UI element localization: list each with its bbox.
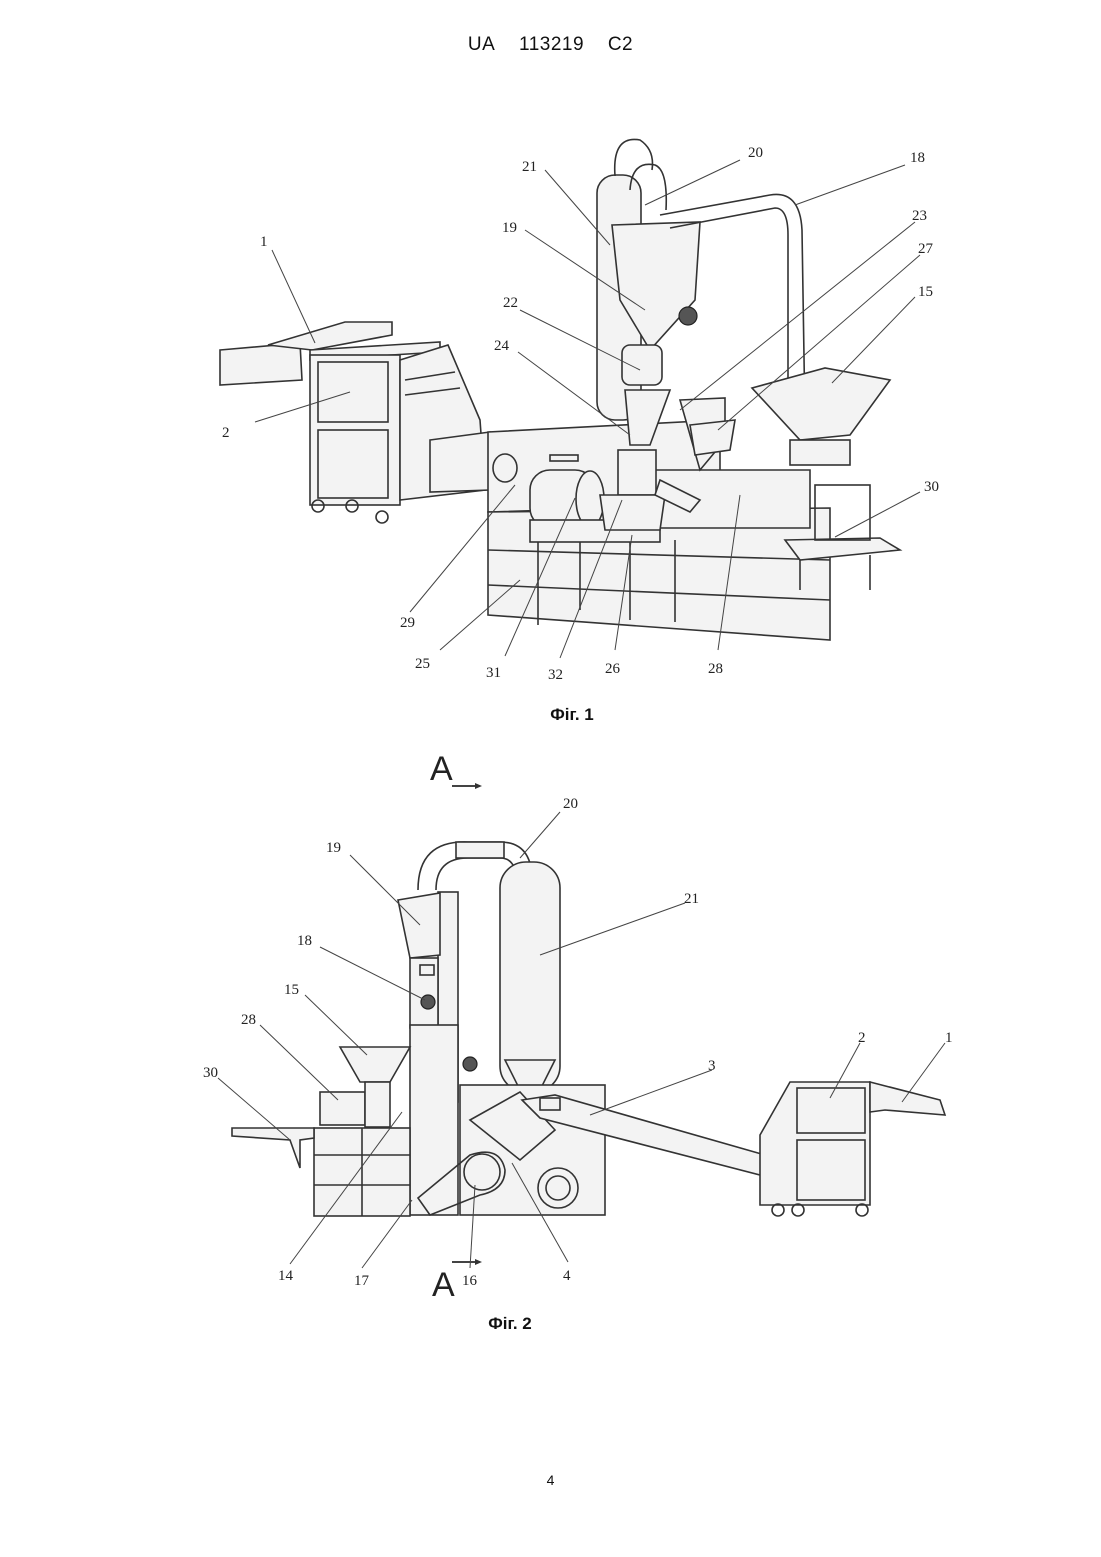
fig2-callout-1: 1	[945, 1030, 953, 1046]
fig2-callout-18: 18	[297, 933, 312, 949]
fig2-section-mark-bottom: A	[432, 1266, 455, 1304]
fig2-callout-17: 17	[354, 1273, 370, 1289]
fig2-callout-28: 28	[241, 1012, 256, 1028]
fig2-callout-19: 19	[326, 840, 341, 856]
fig2-callout-3: 3	[708, 1058, 716, 1074]
fig2-callout-2: 2	[858, 1030, 866, 1046]
fig2-callout-21: 21	[684, 891, 699, 907]
fig2-callout-4: 4	[563, 1268, 571, 1284]
fig2-callout-15: 15	[284, 982, 299, 998]
fig2-callout-16: 16	[462, 1273, 478, 1289]
fig2-section-mark-top: A	[430, 750, 453, 788]
page-number: 4	[0, 1472, 1101, 1488]
fig2-callout-20: 20	[563, 796, 578, 812]
figure-2-caption: Фіг. 2	[410, 1314, 610, 1334]
fig2-feeder-machine	[760, 1082, 945, 1216]
fig2-callout-14: 14	[278, 1268, 294, 1284]
fig2-callout-30: 30	[203, 1065, 218, 1081]
